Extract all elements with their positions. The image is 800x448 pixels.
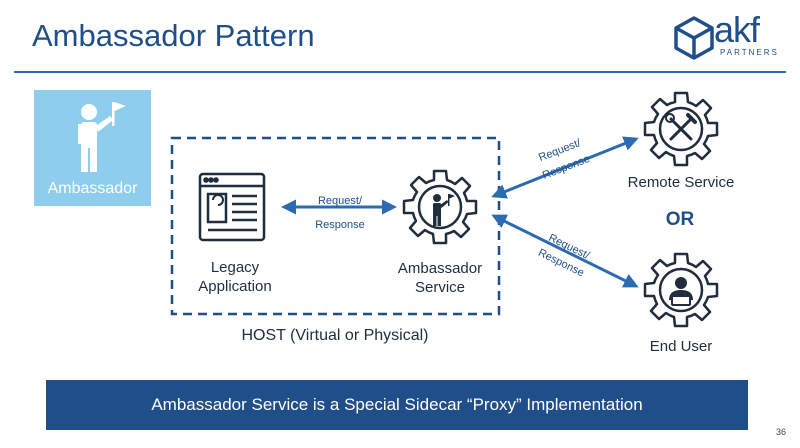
remote-service-gear-icon — [643, 91, 719, 167]
logo-text: akf — [714, 9, 760, 50]
ambassador-card-label: Ambassador — [47, 180, 138, 197]
page-title: Ambassador Pattern — [32, 18, 315, 53]
title-divider — [14, 71, 786, 73]
label-end-user: End User — [649, 338, 713, 355]
logo-subtext: PARTNERS — [720, 48, 779, 57]
page-number: 36 — [776, 427, 787, 437]
label-or: OR — [665, 209, 695, 230]
arrow-ambassador-enduser — [491, 214, 639, 288]
end-user-gear-icon — [643, 252, 719, 328]
ambassador-card: Ambassador — [34, 90, 151, 206]
summary-banner-text: Ambassador Service is a Special Sidecar … — [151, 395, 643, 414]
legacy-application-icon — [198, 172, 266, 242]
ambassador-service-gear-icon — [402, 169, 478, 245]
label-request-response-local: Request/ Response — [315, 195, 365, 231]
label-remote-service: Remote Service — [627, 174, 735, 191]
akf-logo-icon — [674, 16, 714, 60]
person-flag-icon — [78, 102, 126, 172]
host-boundary — [170, 136, 501, 316]
arrow-ambassador-remote — [491, 136, 639, 199]
label-ambassador-service: Ambassador Service — [397, 260, 483, 296]
label-host: HOST (Virtual or Physical) — [241, 327, 429, 344]
label-legacy-application: Legacy Application — [198, 259, 272, 295]
summary-banner: Ambassador Service is a Special Sidecar … — [46, 380, 748, 430]
